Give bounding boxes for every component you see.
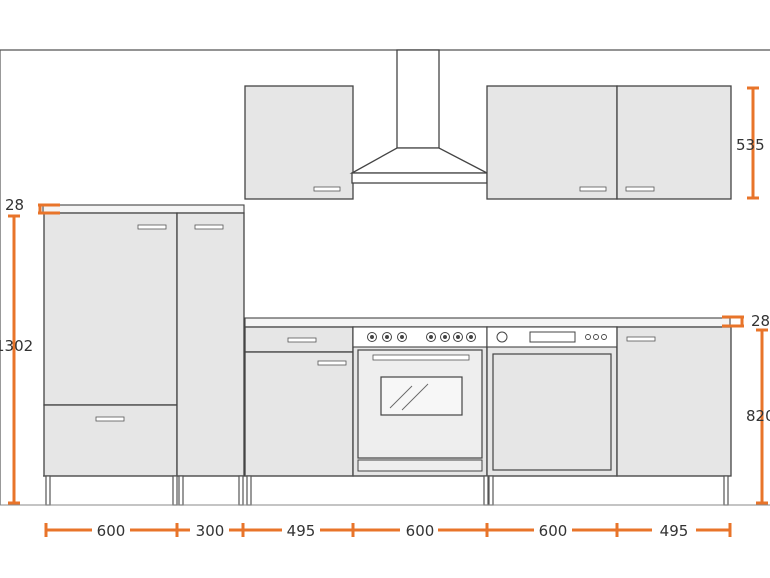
dim-worktop-thickness-left: 28 [5,196,24,214]
dim-width-6: 495 [660,522,689,540]
dishwasher-icon [486,326,618,477]
dimension-lines [8,86,768,537]
dim-width-5: 600 [539,522,568,540]
wall-cabinet-right-b [616,85,732,200]
wall-cabinet-right-a [486,85,618,200]
worktop [244,317,731,328]
tall-cabinet-top-panel [42,204,245,214]
dim-width-3: 495 [287,522,316,540]
wall-cabinet-left [244,85,354,200]
cabinet-legs [43,475,730,506]
base-cabinet-drawers [244,326,354,477]
dim-width-1: 600 [97,522,126,540]
dim-worktop-thickness-right: 28 [751,312,770,330]
dim-wall-cabinet-height: 535 [736,136,765,154]
tall-fridge-cabinet [43,212,178,477]
range-hood-icon [349,49,488,184]
dim-base-cabinet-height: 820 [746,407,770,425]
control-knob-icon [367,332,476,342]
dim-width-4: 600 [406,522,435,540]
tall-narrow-cabinet [176,212,245,477]
oven-icon [352,326,488,477]
dim-tall-cabinet-height: 1302 [0,337,33,355]
dim-width-2: 300 [196,522,225,540]
base-cabinet-right [616,326,732,477]
wall-outline [0,49,770,505]
